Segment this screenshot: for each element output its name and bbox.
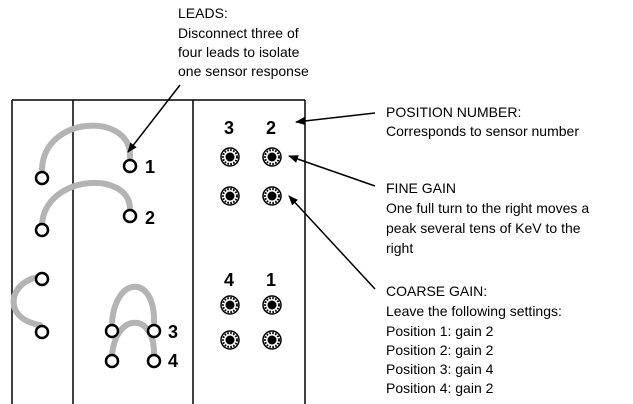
- lead-wire-2: [39, 179, 133, 227]
- jack-right-4: [146, 353, 162, 369]
- coarse-gain-callout-arrow: [288, 195, 376, 290]
- leads-line-2: four leads to isolate: [178, 44, 300, 60]
- lead-wire-1: [39, 122, 134, 172]
- lead-jacks: [34, 158, 162, 369]
- lead-wire-3: [109, 283, 158, 325]
- coarse-gain-knob-pos1[interactable]: [262, 330, 282, 350]
- lead-number-4: 4: [168, 351, 178, 371]
- position-number-line-1: Corresponds to sensor number: [386, 123, 579, 139]
- leads-callout-arrow: [127, 84, 181, 153]
- jack-left-3: [104, 323, 120, 339]
- lead-wire-4: [109, 319, 158, 358]
- coarse-gain-knob-pos3[interactable]: [220, 186, 240, 206]
- fine-gain-knob-pos4[interactable]: [220, 295, 240, 315]
- coarse-gain-title: COARSE GAIN:: [386, 283, 487, 299]
- position-number-bottom-right: 1: [266, 270, 276, 290]
- lead-number-2: 2: [145, 208, 155, 228]
- jack-right-1: [122, 158, 138, 174]
- leads-line-1: Disconnect three of: [178, 25, 299, 41]
- position-number-top-right: 2: [266, 118, 276, 138]
- gain-knobs: [220, 147, 282, 350]
- position-number-callout-arrow: [295, 112, 376, 125]
- panel-frame: [11, 99, 306, 404]
- jack-left-2: [34, 222, 50, 238]
- fine-gain-line-3: right: [386, 240, 413, 256]
- lead-wires: [10, 122, 158, 358]
- position-number-bottom-left: 4: [224, 270, 234, 290]
- coarse-gain-line-2: Position 1: gain 2: [386, 323, 494, 339]
- fine-gain-knob-pos2[interactable]: [262, 147, 282, 167]
- fine-gain-line-2: peak several tens of KeV to the: [386, 220, 581, 236]
- jack-right-2: [122, 208, 138, 224]
- fine-gain-callout-arrow: [288, 155, 376, 187]
- coarse-gain-line-1: Leave the following settings:: [386, 303, 562, 319]
- coarse-gain-line-3: Position 2: gain 2: [386, 342, 494, 358]
- jack-left-loop-bottom: [34, 324, 50, 340]
- jack-right-3: [146, 323, 162, 339]
- coarse-gain-line-4: Position 3: gain 4: [386, 361, 494, 377]
- coarse-gain-knob-pos2[interactable]: [262, 186, 282, 206]
- position-number-top-left: 3: [224, 118, 234, 138]
- position-number-title: POSITION NUMBER:: [386, 104, 521, 120]
- lead-number-1: 1: [145, 157, 155, 177]
- jack-left-loop-top: [34, 271, 50, 287]
- lead-wire-left-loop: [10, 274, 43, 328]
- coarse-gain-knob-pos4[interactable]: [220, 330, 240, 350]
- fine-gain-knob-pos3[interactable]: [220, 147, 240, 167]
- jack-left-4: [104, 353, 120, 369]
- leads-title: LEADS:: [178, 5, 228, 21]
- lead-number-3: 3: [168, 322, 178, 342]
- fine-gain-title: FINE GAIN: [386, 180, 456, 196]
- fine-gain-knob-pos1[interactable]: [262, 295, 282, 315]
- fine-gain-line-1: One full turn to the right moves a: [386, 200, 589, 216]
- jack-left-1: [34, 170, 50, 186]
- leads-line-3: one sensor response: [178, 63, 309, 79]
- coarse-gain-line-5: Position 4: gain 2: [386, 380, 494, 396]
